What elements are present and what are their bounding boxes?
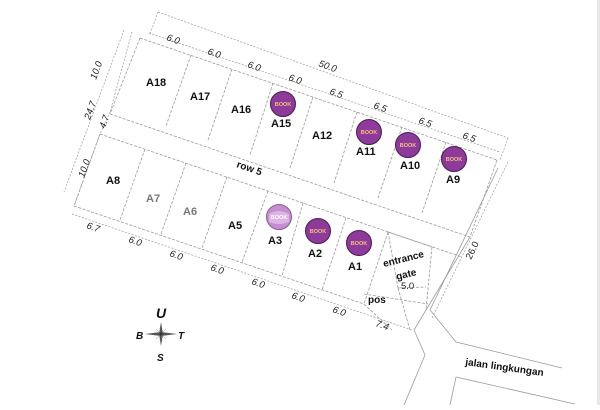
book-label: BOOK: [361, 130, 378, 136]
top-lot-labels: A18 A17 A16 A15 A12 A11 A10 A9: [146, 77, 460, 186]
book-label: BOOK: [400, 143, 417, 149]
compass-south-label: S: [157, 353, 164, 364]
lot-A1[interactable]: A1: [348, 261, 362, 273]
dimension-label: 4.7: [97, 113, 112, 130]
dimension-label: 6.0: [127, 234, 144, 249]
dimension-label: 6.5: [417, 115, 434, 130]
book-label: BOOK: [271, 215, 288, 221]
dimension-label: 6.0: [206, 46, 223, 61]
book-label: BOOK: [310, 229, 327, 235]
pos-label: pos: [368, 295, 386, 306]
book-label: BOOK: [275, 102, 292, 108]
lot-A3[interactable]: A3: [268, 235, 282, 247]
dimension-label: 6.0: [250, 276, 267, 291]
dimension-label: 7.4: [374, 318, 390, 333]
top-lots-block: [109, 37, 498, 238]
bottom-lot-labels: A8 A7 A6 A5 A3 A2 A1: [106, 175, 362, 273]
book-badge-A1[interactable]: BOOK: [346, 230, 372, 256]
book-label: BOOK: [446, 157, 463, 163]
dimension-label: 6.5: [328, 86, 345, 101]
dimension-label: 6.0: [209, 262, 226, 277]
lot-A15[interactable]: A15: [271, 118, 291, 130]
compass-east-label: T: [178, 331, 185, 342]
lot-A6[interactable]: A6: [183, 206, 197, 218]
entrance-gate-label: gate: [395, 267, 418, 283]
lot-A10[interactable]: A10: [400, 160, 420, 172]
dimension-label: 6.0: [290, 290, 307, 305]
book-badge-A15[interactable]: BOOK: [270, 91, 296, 117]
frame-border: [597, 0, 600, 405]
lot-A16[interactable]: A16: [231, 104, 251, 116]
row-5-label: row 5: [235, 159, 264, 178]
lot-A12[interactable]: A12: [312, 130, 332, 142]
compass-west-label: B: [136, 331, 143, 342]
dimension-label: 6.5: [372, 100, 389, 115]
dimension-label: 6.5: [461, 130, 478, 145]
compass-north-label: U: [156, 305, 167, 321]
lot-A11[interactable]: A11: [356, 146, 376, 158]
book-badge-A10[interactable]: BOOK: [395, 132, 421, 158]
dimension-bottom-row: 6.7 6.0 6.0 6.0 6.0 6.0 6.0 7.4: [71, 213, 413, 333]
road-label: jalan lingkungan: [464, 357, 545, 379]
dimension-label: 6.0: [168, 248, 185, 263]
lot-A2[interactable]: A2: [308, 248, 322, 260]
lot-A17[interactable]: A17: [190, 91, 210, 103]
book-badge-A11[interactable]: BOOK: [356, 119, 382, 145]
compass-rose-icon: [145, 322, 177, 346]
book-label: BOOK: [351, 241, 368, 247]
lot-A18[interactable]: A18: [146, 77, 166, 89]
book-badge-A2[interactable]: BOOK: [305, 218, 331, 244]
dimension-label: 6.0: [246, 59, 263, 74]
dimension-label: 6.0: [287, 72, 304, 87]
jalan-lingkungan-road: jalan lingkungan: [403, 309, 576, 406]
dimension-label: 6.0: [331, 304, 348, 319]
dimension-label: 6.7: [85, 220, 102, 235]
dimension-top-row: 6.0 6.0 6.0 6.0 6.5 6.5 6.5 6.5: [148, 32, 501, 153]
lot-A5[interactable]: A5: [228, 220, 242, 232]
compass: U B T S: [136, 305, 185, 364]
dimension-label: 10.0: [88, 59, 105, 81]
lot-A8[interactable]: A8: [106, 175, 120, 187]
lot-A9[interactable]: A9: [446, 174, 460, 186]
lot-A7[interactable]: A7: [146, 193, 160, 205]
side-road: 26.0: [413, 161, 509, 331]
dimension-left: 10.0 24.7 4.7 10.0: [63, 29, 133, 207]
book-badge-A3[interactable]: BOOK: [266, 204, 292, 230]
entrance-gate-label: entrance: [382, 249, 426, 270]
entrance-area: entrance gate 5.0 pos: [363, 231, 433, 331]
book-badge-A9[interactable]: BOOK: [441, 146, 467, 172]
entrance-width-label: 5.0: [401, 281, 414, 292]
dimension-label: 6.0: [165, 32, 182, 47]
bottom-lots-block: [73, 133, 389, 305]
